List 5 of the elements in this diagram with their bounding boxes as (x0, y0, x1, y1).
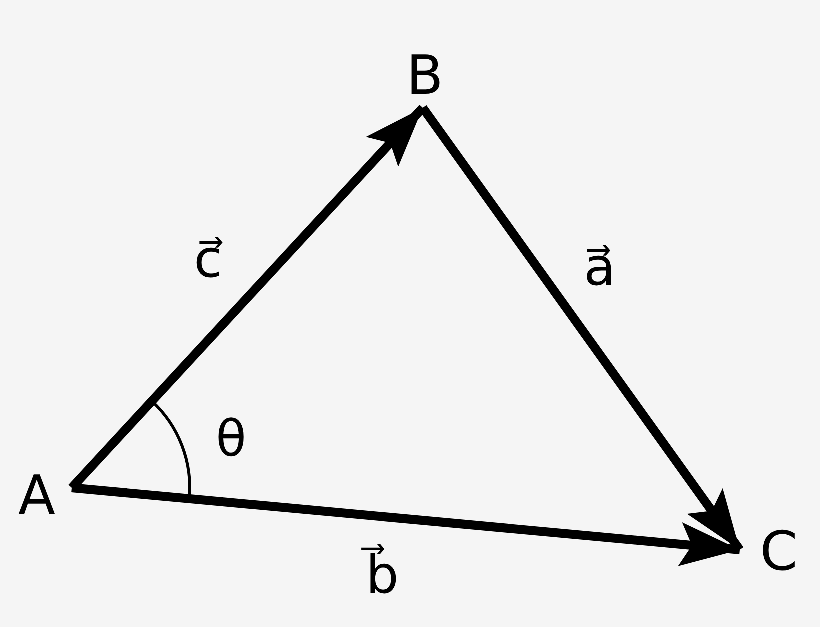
arrow (72, 484, 740, 566)
vertex-label: A (6, 466, 68, 526)
vertex-label: C (744, 522, 814, 582)
angle-label: θ (216, 414, 247, 464)
vertex-label: B (396, 46, 454, 106)
